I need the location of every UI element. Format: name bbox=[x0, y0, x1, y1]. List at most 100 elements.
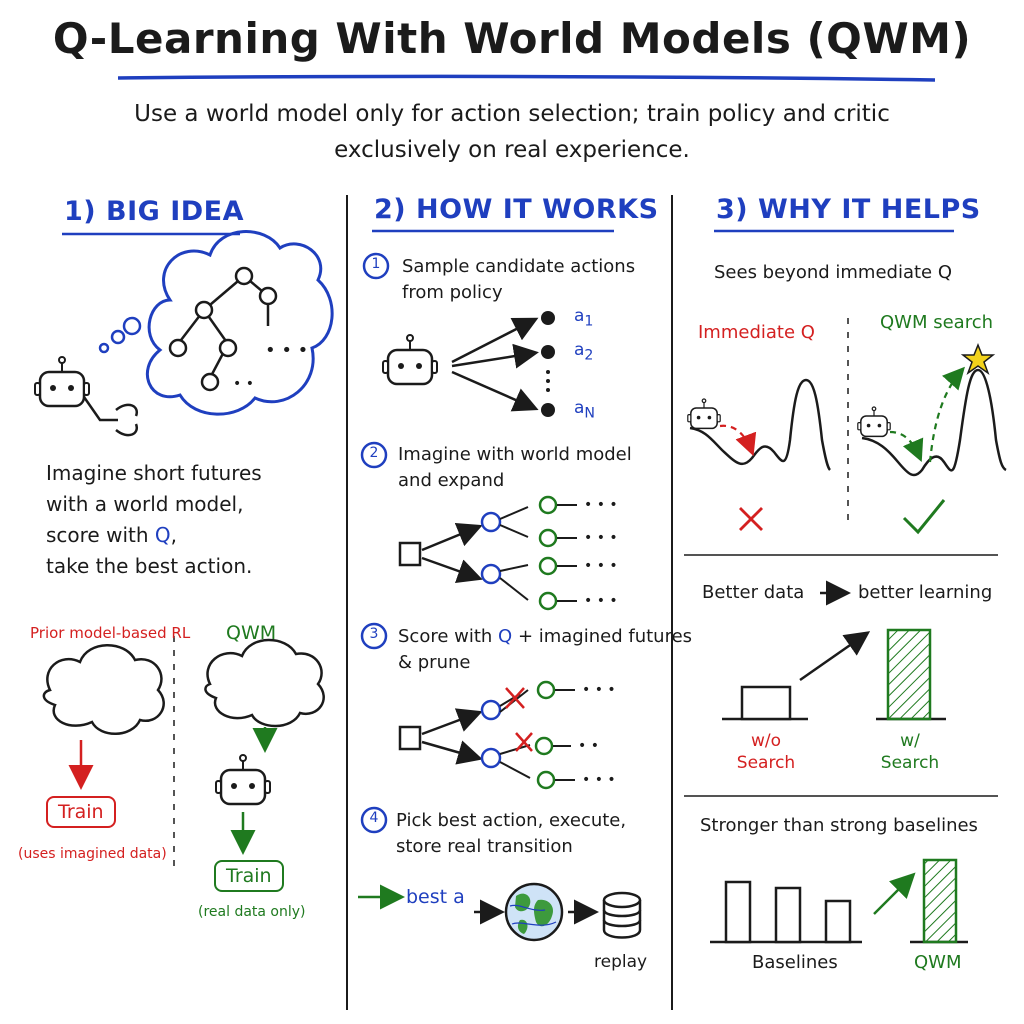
robot-icon bbox=[33, 355, 91, 408]
svg-text:• • •: • • • bbox=[265, 340, 308, 361]
step-line: Sample candidate actions bbox=[402, 256, 636, 277]
thought-bubble-icon bbox=[98, 342, 110, 354]
robot-icon bbox=[214, 753, 272, 806]
section-heading-big-idea: 1) BIG IDEA bbox=[64, 196, 245, 227]
robot-icon bbox=[687, 398, 721, 430]
baseline-bar bbox=[724, 880, 752, 944]
page-title: Q-Learning With World Models (QWM) bbox=[52, 14, 972, 63]
robot-icon bbox=[857, 406, 891, 438]
cross-icon bbox=[739, 507, 763, 531]
imagined-node bbox=[480, 699, 502, 721]
action-label-a1: a1 bbox=[574, 306, 594, 330]
step-3-futures-text: + imagined futures bbox=[512, 626, 693, 647]
q-symbol: Q bbox=[154, 523, 171, 547]
prior-cloud-icon bbox=[42, 644, 165, 735]
big-idea-line: take the best action. bbox=[46, 554, 253, 578]
database-icon bbox=[602, 891, 642, 939]
action-node bbox=[541, 345, 555, 359]
big-idea-line: with a world model, bbox=[46, 492, 244, 516]
page-subtitle: Use a world model only for action select… bbox=[112, 96, 912, 168]
step-2-text: Imagine with world model and expand bbox=[398, 442, 632, 494]
bar-wo-search bbox=[740, 685, 792, 721]
step-line: store real transition bbox=[396, 836, 573, 857]
svg-text:• • •: • • • bbox=[582, 772, 616, 788]
thought-cloud-icon bbox=[145, 230, 334, 416]
label-line: w/o bbox=[750, 731, 782, 751]
qwm-bar bbox=[922, 858, 958, 944]
step-number-circle bbox=[360, 806, 388, 834]
step-number: 4 bbox=[369, 810, 379, 826]
robot-icon bbox=[381, 333, 439, 386]
svg-text:• • •: • • • bbox=[584, 593, 618, 609]
value-landscape bbox=[861, 368, 1007, 477]
prior-model-label: Prior model-based RL bbox=[30, 624, 191, 642]
step-line: Pick best action, execute, bbox=[396, 810, 627, 831]
best-action-label: best a bbox=[406, 886, 465, 908]
label-line: Search bbox=[736, 753, 796, 773]
step-1-text: Sample candidate actions from policy bbox=[402, 254, 635, 306]
immediate-q-label: Immediate Q bbox=[698, 322, 815, 343]
big-idea-score-text: score with bbox=[46, 523, 155, 547]
step-line: from policy bbox=[402, 282, 503, 303]
section-heading-how-it-works: 2) HOW IT WORKS bbox=[374, 194, 659, 225]
value-landscape bbox=[689, 378, 831, 471]
step-line: Imagine with world model bbox=[398, 444, 632, 465]
step-number-circle bbox=[362, 252, 390, 280]
thought-bubble-icon bbox=[122, 316, 142, 336]
step-number: 2 bbox=[369, 445, 379, 461]
state-box bbox=[398, 725, 422, 751]
qwm-train-note: (real data only) bbox=[198, 904, 306, 920]
qwm-search-label: QWM search bbox=[880, 312, 994, 333]
imagined-node bbox=[480, 511, 502, 533]
big-idea-punct: , bbox=[170, 523, 177, 547]
search-tree-icon bbox=[168, 266, 278, 392]
baseline-bar bbox=[774, 886, 802, 944]
step-4-text: Pick best action, execute, store real tr… bbox=[396, 808, 626, 860]
svg-text:• • •: • • • bbox=[584, 558, 618, 574]
svg-text:• • •: • • • bbox=[582, 682, 616, 698]
qwm-label: QWM bbox=[226, 622, 277, 644]
qwm-train-box: Train bbox=[214, 860, 284, 892]
step-number-circle bbox=[360, 441, 388, 469]
imagined-node bbox=[480, 563, 502, 585]
replay-label: replay bbox=[594, 952, 648, 972]
qwm-bar-label: QWM bbox=[914, 952, 962, 973]
step-number-circle bbox=[360, 622, 388, 650]
imagined-node bbox=[480, 747, 502, 769]
step-number: 1 bbox=[371, 256, 381, 272]
wo-search-label: w/o Search bbox=[726, 730, 806, 774]
subtitle-line: exclusively on real experience. bbox=[334, 137, 690, 163]
label-line: Search bbox=[880, 753, 940, 773]
svg-text:• •: • • bbox=[578, 738, 599, 754]
step-3-text: Score with Q + imagined futures & prune bbox=[398, 624, 692, 676]
big-idea-line: score with Q, bbox=[46, 520, 326, 551]
sees-beyond-text: Sees beyond immediate Q bbox=[714, 262, 953, 283]
label-line: w/ bbox=[900, 731, 920, 751]
svg-text:• • •: • • • bbox=[584, 497, 618, 513]
action-label-a2: a2 bbox=[574, 340, 594, 364]
prior-train-note: (uses imagined data) bbox=[18, 846, 167, 862]
subtitle-line: Use a world model only for action select… bbox=[134, 101, 890, 127]
svg-text:• •: • • bbox=[233, 376, 254, 392]
baselines-label: Baselines bbox=[752, 952, 838, 973]
better-learning-text: better learning bbox=[858, 582, 993, 603]
w-search-label: w/ Search bbox=[870, 730, 950, 774]
big-idea-text: Imagine short futures with a world model… bbox=[46, 458, 326, 582]
step-line: Score with Q + imagined futures bbox=[398, 624, 692, 650]
stronger-text: Stronger than strong baselines bbox=[700, 815, 978, 836]
prior-train-box: Train bbox=[46, 796, 116, 828]
globe-icon bbox=[504, 882, 564, 942]
thought-bubble-icon bbox=[110, 329, 126, 345]
q-symbol: Q bbox=[498, 626, 513, 647]
bar-w-search bbox=[886, 628, 932, 721]
step-line: and expand bbox=[398, 470, 505, 491]
section-heading-why-it-helps: 3) WHY IT HELPS bbox=[716, 194, 981, 225]
action-label-an: aN bbox=[574, 398, 596, 422]
qwm-cloud-icon bbox=[204, 638, 325, 728]
action-node bbox=[541, 311, 555, 325]
big-idea-line: Imagine short futures bbox=[46, 461, 262, 485]
robot-arm-icon bbox=[82, 396, 118, 422]
action-node bbox=[541, 403, 555, 417]
star-icon bbox=[960, 342, 996, 375]
